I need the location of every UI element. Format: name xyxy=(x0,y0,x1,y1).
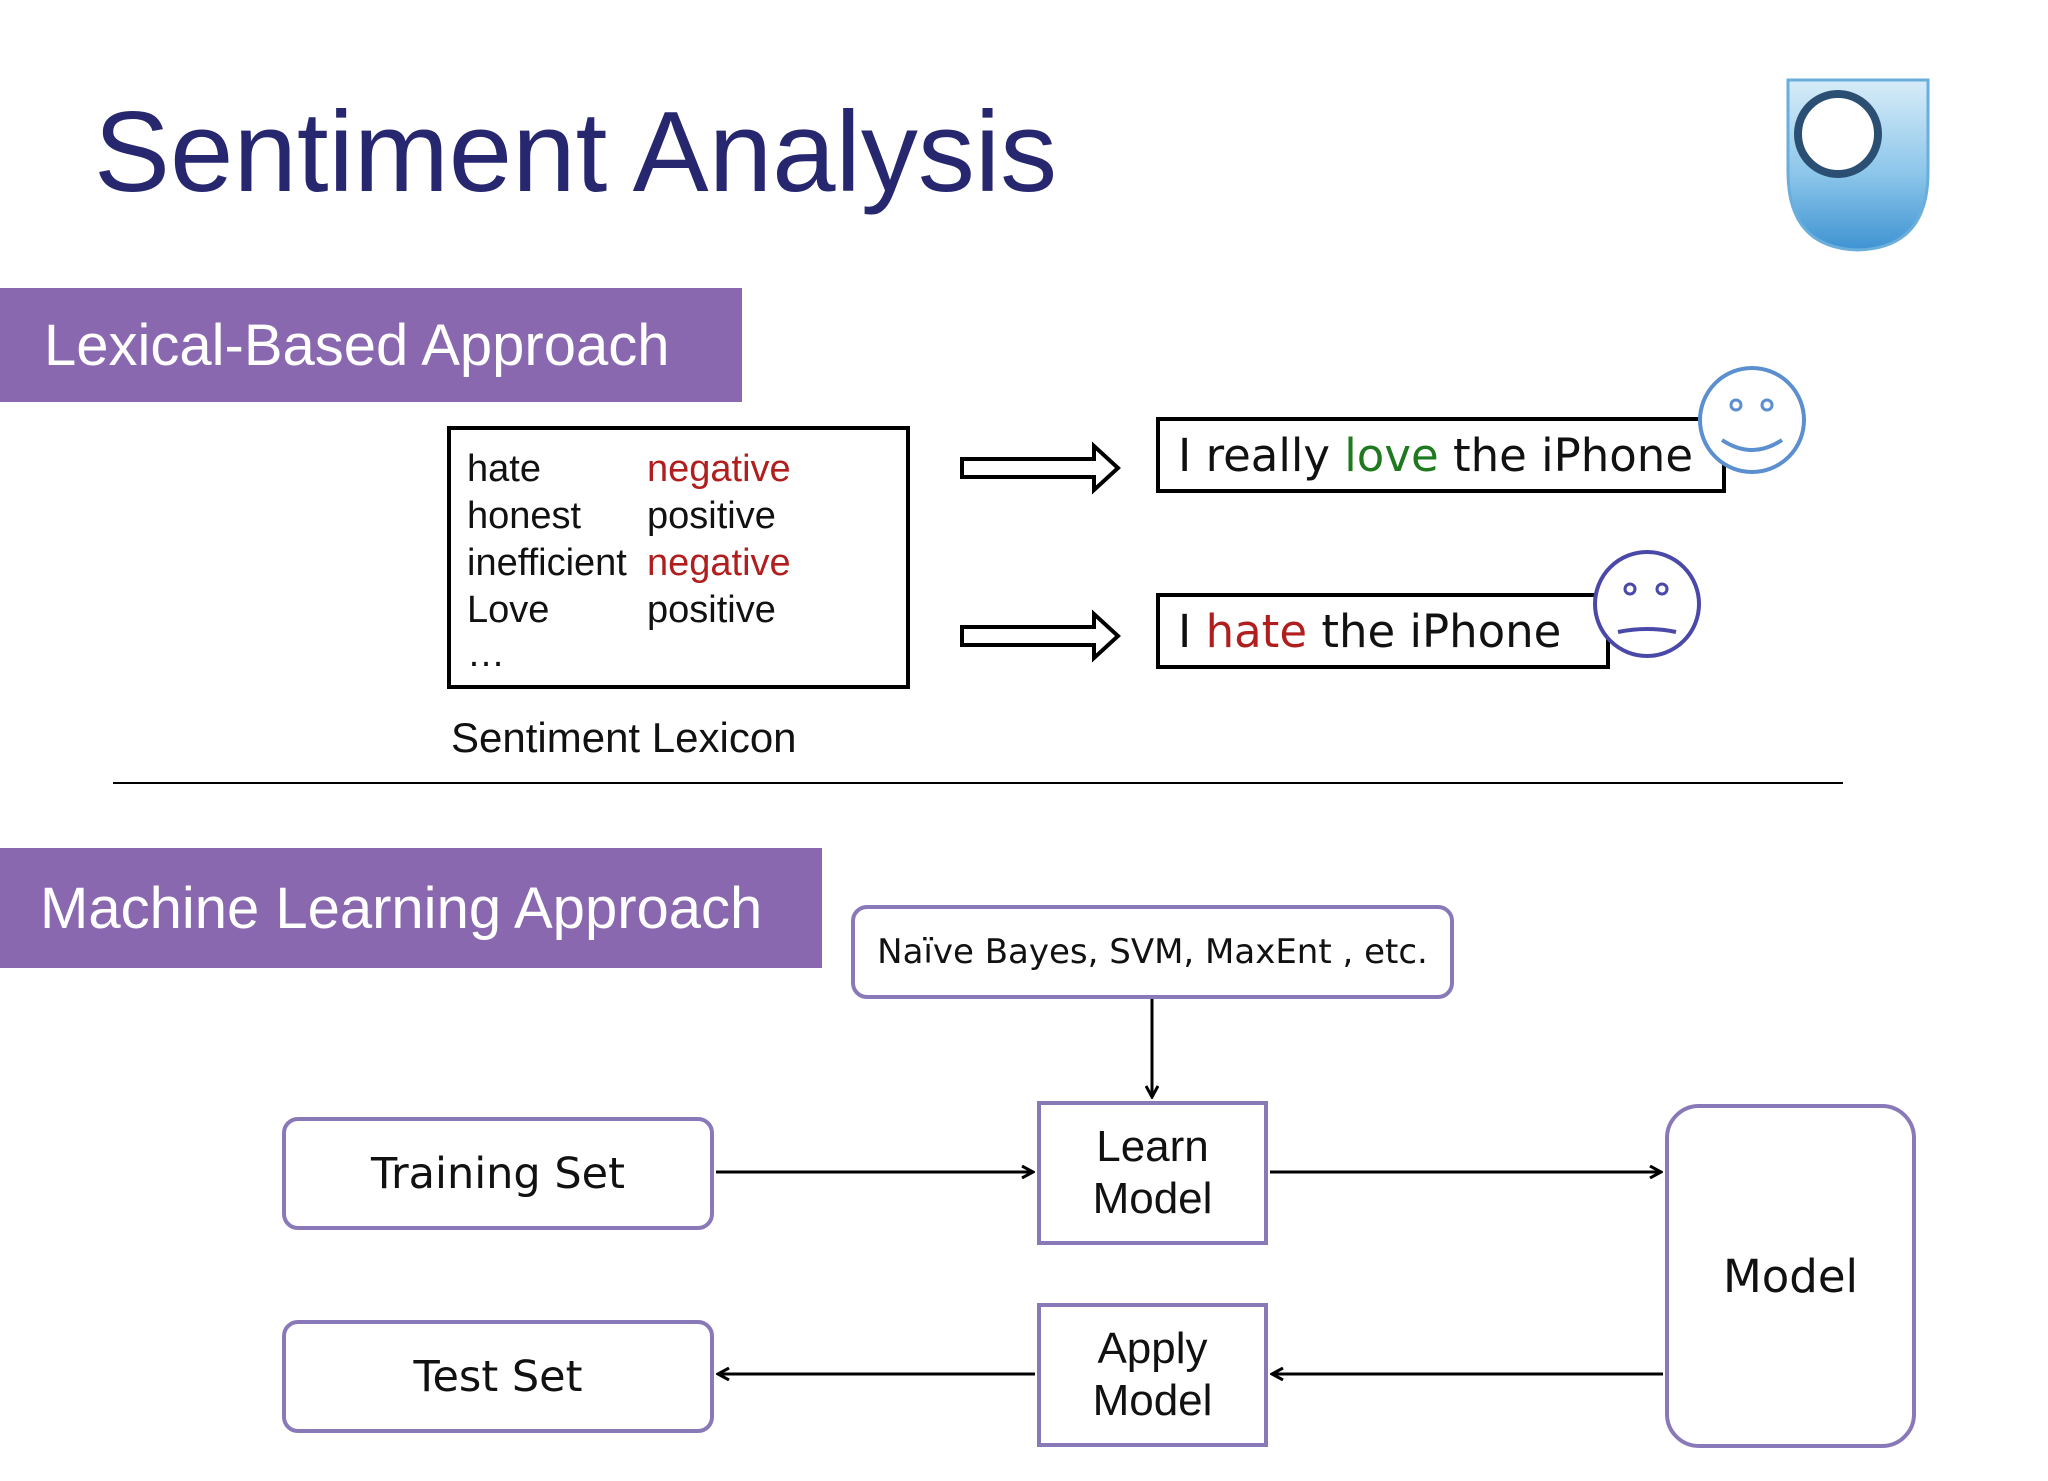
test-set-box: Test Set xyxy=(282,1320,714,1433)
learn-model-label-line1: Learn xyxy=(1096,1122,1209,1172)
lexical-approach-heading: Lexical-Based Approach xyxy=(44,312,670,378)
lexicon-caption: Sentiment Lexicon xyxy=(451,714,797,761)
model-label: Model xyxy=(1722,1249,1859,1303)
section-divider xyxy=(113,782,1843,784)
lexicon-row: honest positive xyxy=(467,497,776,535)
lexicon-polarity: negative xyxy=(647,448,791,490)
negative-example-sentence: I hate the iPhone xyxy=(1156,593,1610,669)
sentence-text: the iPhone xyxy=(1438,428,1694,482)
happy-face-icon xyxy=(1698,366,1806,474)
block-arrow-icon xyxy=(960,441,1121,495)
sentiment-keyword: love xyxy=(1344,428,1439,482)
sentence-text: the iPhone xyxy=(1307,604,1562,658)
model-box: Model xyxy=(1665,1104,1916,1448)
sentiment-keyword: hate xyxy=(1205,604,1308,658)
apply-model-label-line2: Model xyxy=(1092,1376,1213,1425)
lexicon-word: inefficient xyxy=(467,542,627,584)
apply-model-label-line1: Apply xyxy=(1097,1324,1208,1374)
positive-example-sentence: I really love the iPhone xyxy=(1156,417,1726,493)
training-set-box: Training Set xyxy=(282,1117,714,1230)
machine-learning-approach-heading: Machine Learning Approach xyxy=(40,875,763,941)
lexicon-word: Love xyxy=(467,589,550,631)
training-set-label: Training Set xyxy=(371,1148,625,1199)
sentence-text: I really xyxy=(1178,428,1345,482)
lexical-approach-banner: Lexical-Based Approach xyxy=(0,288,742,402)
lexicon-polarity: positive xyxy=(647,495,776,537)
lexicon-row: hate negative xyxy=(467,450,791,488)
algorithms-label: Naïve Bayes, SVM, MaxEnt , etc. xyxy=(877,932,1428,972)
open-university-shield-icon xyxy=(1786,78,1930,252)
sad-face-icon xyxy=(1593,550,1701,658)
test-set-label: Test Set xyxy=(413,1351,583,1402)
lexicon-polarity: positive xyxy=(647,589,776,631)
learn-model-box: Learn Model xyxy=(1037,1101,1268,1245)
sentence-text: I xyxy=(1178,604,1206,658)
lexicon-ellipsis: … xyxy=(467,633,505,675)
learn-model-label-line2: Model xyxy=(1092,1174,1213,1223)
algorithms-box: Naïve Bayes, SVM, MaxEnt , etc. xyxy=(851,905,1454,999)
lexicon-polarity: negative xyxy=(647,542,791,584)
lexicon-word: hate xyxy=(467,448,541,490)
machine-learning-approach-banner: Machine Learning Approach xyxy=(0,848,822,968)
slide-title: Sentiment Analysis xyxy=(94,89,1058,216)
sentiment-lexicon-table: hate negative honest positive inefficient n… xyxy=(447,426,910,689)
lexicon-row: inefficient negative xyxy=(467,544,791,582)
block-arrow-icon xyxy=(960,609,1121,663)
lexicon-row: Love positive xyxy=(467,591,776,629)
lexicon-word: honest xyxy=(467,495,582,537)
apply-model-box: Apply Model xyxy=(1037,1303,1268,1447)
